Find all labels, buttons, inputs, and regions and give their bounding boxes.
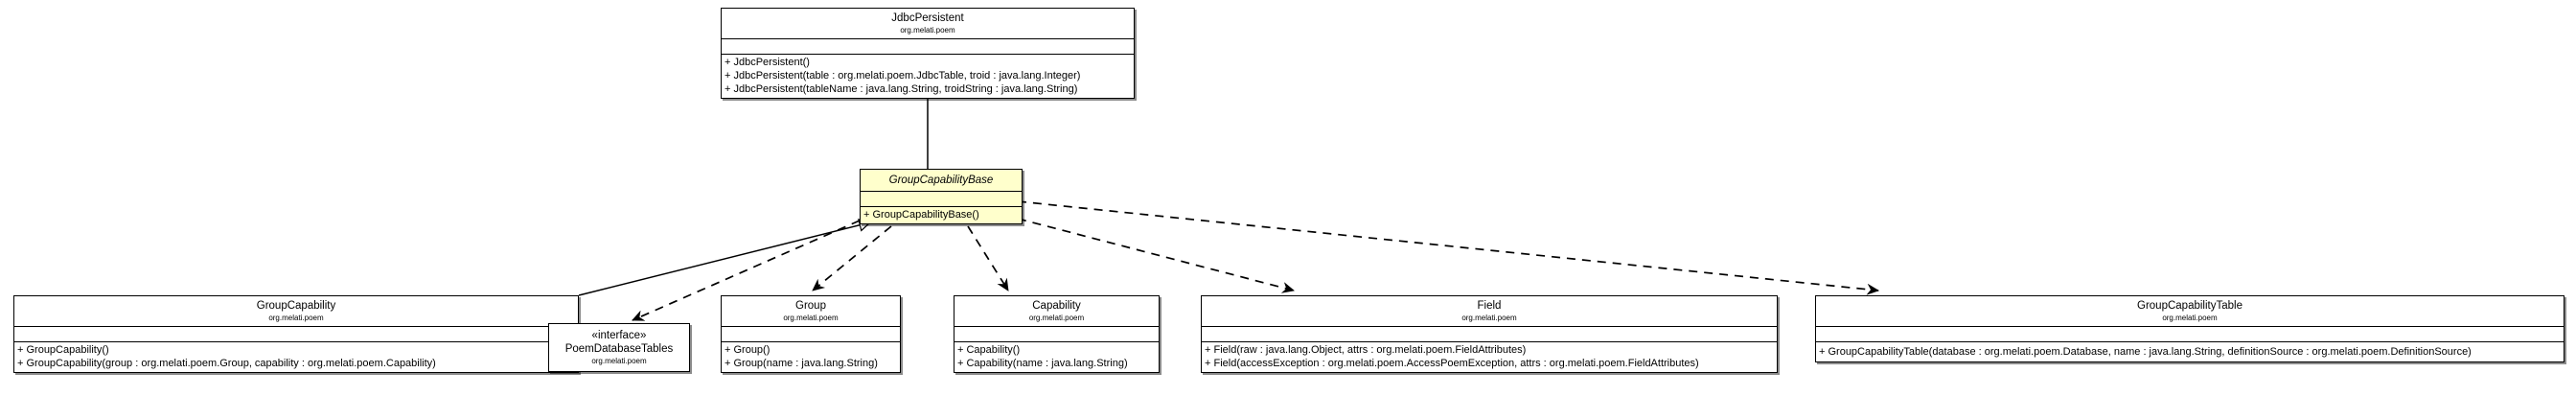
class-package: org.melati.poem <box>783 314 839 322</box>
class-header-jdbc-persistent: JdbcPersistent org.melati.poem <box>722 9 1134 39</box>
operation-item: + JdbcPersistent(tableName : java.lang.S… <box>724 83 1078 95</box>
class-operations-compartment: + Group() + Group(name : java.lang.Strin… <box>722 342 900 372</box>
class-package: org.melati.poem <box>1028 314 1085 322</box>
edge-generalization-groupcapability-to-base <box>578 222 870 296</box>
class-operations-compartment: + Field(raw : java.lang.Object, attrs : … <box>1202 342 1777 372</box>
class-package: org.melati.poem <box>1461 314 1517 322</box>
class-attributes-compartment <box>14 327 578 342</box>
operation-item: + Field(raw : java.lang.Object, attrs : … <box>1205 344 1527 356</box>
class-title: Field <box>1477 300 1502 312</box>
class-node-poem-database-tables[interactable]: «interface» PoemDatabaseTables org.melat… <box>548 323 690 372</box>
class-header-capability: Capability org.melati.poem <box>954 296 1159 327</box>
class-attributes-compartment <box>954 327 1159 342</box>
edge-dependency-base-to-field <box>1017 218 1295 293</box>
operation-item: + GroupCapability() <box>17 344 109 356</box>
class-package: org.melati.poem <box>268 314 324 322</box>
class-node-jdbc-persistent[interactable]: JdbcPersistent org.melati.poem + JdbcPer… <box>721 8 1135 99</box>
class-header-group-capability: GroupCapability org.melati.poem <box>14 296 578 327</box>
class-attributes-compartment <box>1202 327 1777 342</box>
class-operations-compartment: + GroupCapabilityTable(database : org.me… <box>1816 342 2564 361</box>
operation-item: + Group(name : java.lang.String) <box>724 358 878 369</box>
edge-dependency-base-to-groupcapabilitytable <box>1017 200 1879 295</box>
operation-item: + GroupCapabilityBase() <box>863 209 979 221</box>
class-package: org.melati.poem <box>591 357 647 365</box>
class-package: org.melati.poem <box>900 26 955 35</box>
class-attributes-compartment <box>1816 327 2564 342</box>
class-title: GroupCapabilityBase <box>888 175 994 186</box>
operation-item: + Capability() <box>957 344 1021 356</box>
operation-item: + Group() <box>724 344 770 356</box>
class-node-group-capability-table[interactable]: GroupCapabilityTable org.melati.poem + G… <box>1815 295 2564 362</box>
class-title: PoemDatabaseTables <box>564 343 674 355</box>
class-node-group[interactable]: Group org.melati.poem + Group() + Group(… <box>721 295 901 373</box>
class-attributes-compartment <box>861 192 1022 207</box>
operation-item: + JdbcPersistent(table : org.melati.poem… <box>724 70 1081 82</box>
class-operations-compartment: + Capability() + Capability(name : java.… <box>954 342 1159 372</box>
class-header-group-capability-base: GroupCapabilityBase <box>861 170 1022 192</box>
class-header-group: Group org.melati.poem <box>722 296 900 327</box>
class-operations-compartment: + GroupCapability() + GroupCapability(gr… <box>14 342 578 372</box>
class-package: org.melati.poem <box>2162 314 2218 322</box>
class-operations-compartment: + JdbcPersistent() + JdbcPersistent(tabl… <box>722 55 1134 98</box>
class-node-group-capability[interactable]: GroupCapability org.melati.poem + GroupC… <box>13 295 579 373</box>
class-node-field[interactable]: Field org.melati.poem + Field(raw : java… <box>1201 295 1778 373</box>
class-stereotype: «interface» <box>591 330 647 341</box>
operation-item: + Capability(name : java.lang.String) <box>957 358 1128 369</box>
class-node-capability[interactable]: Capability org.melati.poem + Capability(… <box>954 295 1160 373</box>
class-attributes-compartment <box>722 327 900 342</box>
class-title: GroupCapability <box>256 300 336 312</box>
class-header-group-capability-table: GroupCapabilityTable org.melati.poem <box>1816 296 2564 327</box>
class-title: Capability <box>1032 300 1081 312</box>
class-title: Group <box>795 300 826 312</box>
edge-dependency-base-to-capability <box>967 225 1009 291</box>
class-header-poem-database-tables: «interface» PoemDatabaseTables org.melat… <box>549 324 689 371</box>
operation-item: + GroupCapabilityTable(database : org.me… <box>1819 346 2472 358</box>
class-operations-compartment: + GroupCapabilityBase() <box>861 207 1022 223</box>
class-node-group-capability-base[interactable]: GroupCapabilityBase + GroupCapabilityBas… <box>860 169 1023 224</box>
class-attributes-compartment <box>722 39 1134 55</box>
class-title: JdbcPersistent <box>891 12 964 24</box>
operation-item: + GroupCapability(group : org.melati.poe… <box>17 358 436 369</box>
class-title: GroupCapabilityTable <box>2137 300 2242 312</box>
class-header-field: Field org.melati.poem <box>1202 296 1777 327</box>
operation-item: + JdbcPersistent() <box>724 57 810 68</box>
edge-dependency-base-to-group <box>812 225 892 291</box>
operation-item: + Field(accessException : org.melati.poe… <box>1205 358 1699 369</box>
